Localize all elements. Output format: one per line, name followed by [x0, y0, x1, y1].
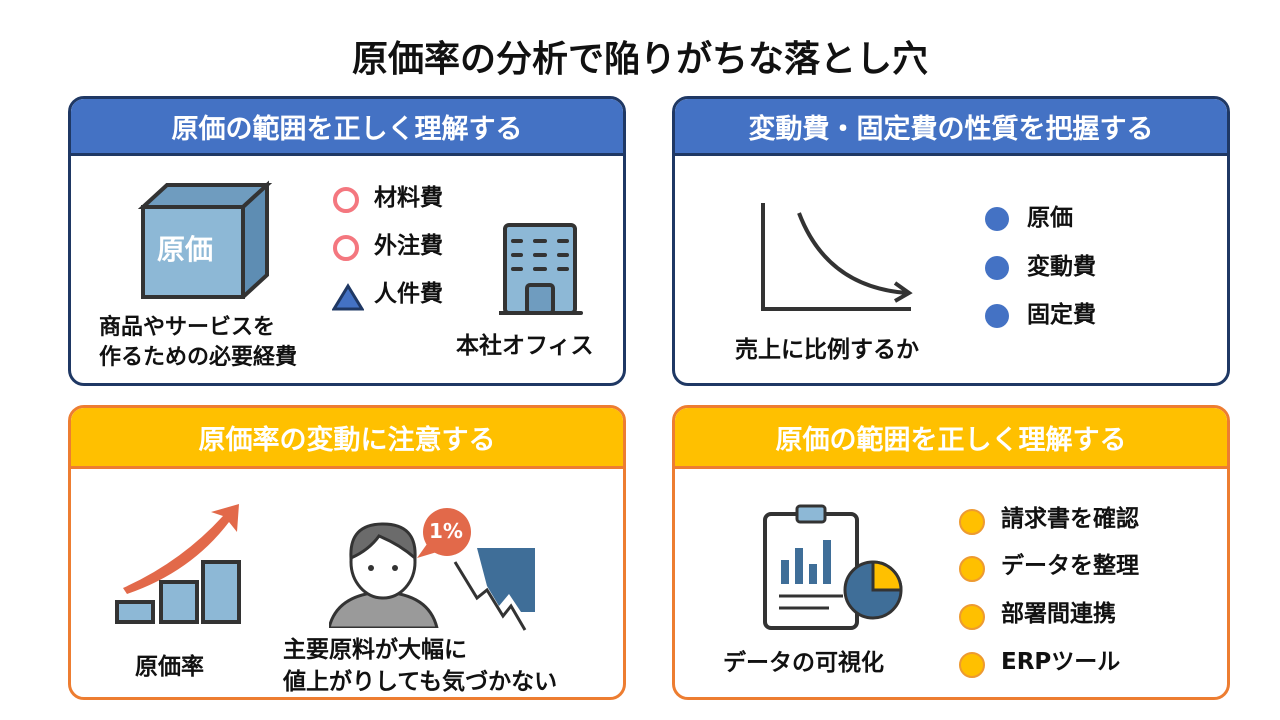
item-organize-data: データを整理 — [1001, 553, 1139, 579]
item-erp-tool: ERPツール — [1001, 649, 1121, 675]
speech-bubble-icon — [417, 508, 471, 558]
panel-header: 原価の範囲を正しく理解する — [675, 408, 1227, 469]
item-labor: 人件費 — [374, 281, 443, 307]
clipboard-chart-icon — [763, 504, 903, 630]
caption-line: 値上がりしても気づかない — [283, 669, 558, 695]
circle-icon — [959, 509, 985, 535]
cube-label: 原価 — [157, 233, 214, 266]
circle-icon — [333, 235, 359, 261]
panel-header: 原価の範囲を正しく理解する — [71, 99, 623, 156]
office-label: 本社オフィス — [456, 333, 594, 359]
item-cost: 原価 — [1027, 205, 1073, 231]
caption-line: 作るための必要経費 — [99, 345, 298, 370]
item-material: 材料費 — [374, 185, 443, 211]
clipboard-caption: データの可視化 — [723, 650, 884, 676]
person-icon — [329, 522, 439, 628]
panel-cost-scope-data: 原価の範囲を正しく理解する データの可視化 請求書を確認 データを整理 部署間連… — [672, 405, 1230, 700]
circle-icon — [959, 556, 985, 582]
item-fixed-cost: 固定費 — [1027, 302, 1096, 328]
circle-icon — [959, 604, 985, 630]
item-check-invoice: 請求書を確認 — [1001, 506, 1139, 532]
panel-header: 変動費・固定費の性質を把握する — [675, 99, 1227, 156]
panel-variable-fixed: 変動費・固定費の性質を把握する 売上に比例するか 原価 変動費 固定費 — [672, 96, 1230, 386]
panel-cost-scope: 原価の範囲を正しく理解する 原価 商品やサービスを作るための必要経費 材料費 外… — [68, 96, 626, 386]
circle-icon — [959, 652, 985, 678]
bubble-percent: 1% — [429, 519, 463, 543]
caption-line: 主要原料が大幅に — [283, 637, 467, 663]
falling-chart-icon — [453, 548, 535, 631]
panel-header: 原価率の変動に注意する — [71, 408, 623, 469]
circle-icon — [985, 304, 1009, 328]
rising-bar-chart-icon — [115, 504, 241, 624]
item-department-collaboration: 部署間連携 — [1001, 601, 1116, 627]
circle-icon — [985, 256, 1009, 280]
circle-icon — [333, 187, 359, 213]
cost-caption: 商品やサービスを作るための必要経費 — [99, 313, 297, 373]
cube-icon — [137, 180, 273, 299]
panel-cost-ratio-change: 原価率の変動に注意する 原価率 1% 主要原料が大幅に値上がりしても気づかない — [68, 405, 626, 700]
circle-icon — [985, 207, 1009, 231]
page-title: 原価率の分析で陥りがちな落とし穴 — [351, 39, 928, 80]
office-building-icon — [499, 223, 583, 315]
item-outsourcing: 外注費 — [374, 233, 443, 259]
bar-label: 原価率 — [135, 654, 204, 680]
caption-line: 商品やサービスを — [99, 315, 276, 340]
cost-change-caption: 主要原料が大幅に値上がりしても気づかない — [283, 634, 558, 697]
chart-caption: 売上に比例するか — [735, 337, 919, 363]
decreasing-curve-chart-icon — [761, 203, 913, 311]
triangle-icon — [332, 283, 364, 311]
item-variable-cost: 変動費 — [1027, 254, 1096, 280]
